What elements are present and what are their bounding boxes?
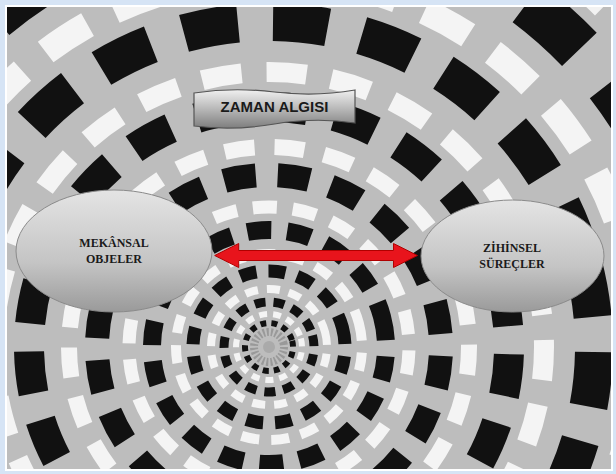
ellipse-outline	[15, 189, 213, 313]
title-text: ZAMAN ALGISI	[221, 98, 329, 116]
double-arrow	[215, 244, 418, 268]
concept-ellipse: ZİHİNSEL SÜREÇLER	[420, 199, 605, 313]
title-banner: ZAMAN ALGISI	[192, 87, 357, 127]
concept-ellipse: MEKÂNSAL OBJELER	[15, 189, 213, 313]
concept-label: MEKÂNSAL OBJELER	[59, 235, 169, 267]
ellipse-outline	[420, 199, 605, 313]
picture-area: ZAMAN ALGISI MEKÂNSAL OBJELER ZİHİNSEL SÜR…	[5, 5, 613, 471]
concept-label: ZİHİNSEL SÜREÇLER	[457, 240, 567, 272]
